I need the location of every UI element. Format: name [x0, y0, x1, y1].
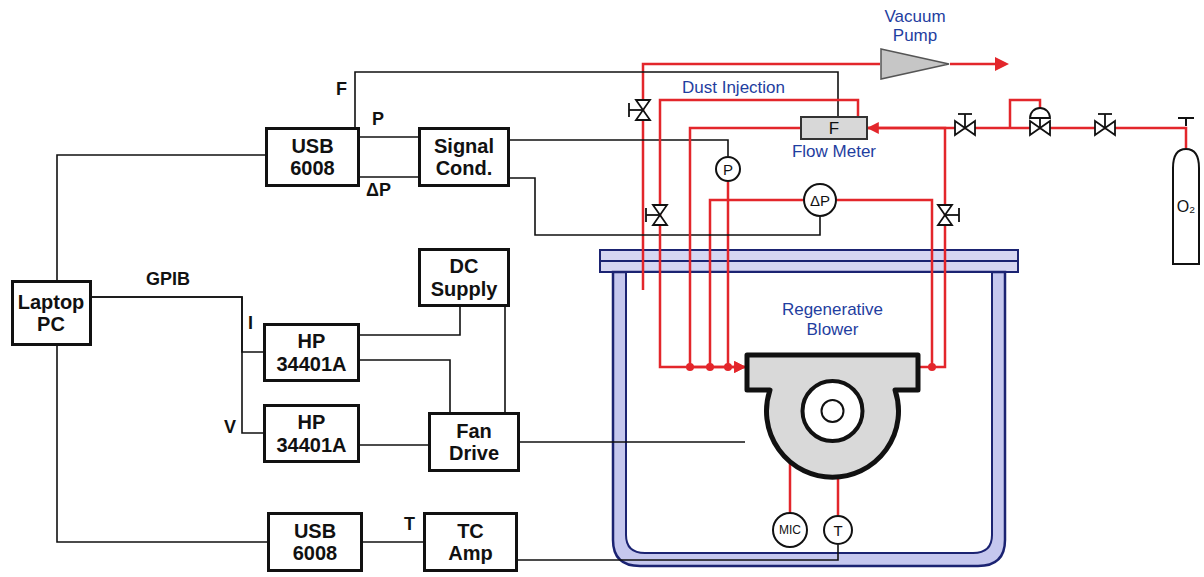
node-text: USB 6008: [290, 135, 334, 180]
node-text: T: [833, 523, 842, 538]
signal-name: V: [224, 418, 236, 438]
valve-symbol: [1095, 114, 1115, 135]
node-text: P: [723, 162, 733, 177]
signal-name: ΔP: [366, 181, 391, 201]
node-text: O₂: [1177, 198, 1196, 216]
node-text: Flow Meter: [792, 142, 876, 162]
instrument-box: Laptop PC: [11, 280, 92, 346]
instrument-box: USB 6008: [265, 127, 360, 187]
node-text: Fan Drive: [449, 420, 499, 465]
signal-name: F: [336, 80, 347, 100]
instrument-box: HP 34401A: [263, 323, 360, 382]
exhaust-pipe: [950, 63, 996, 66]
signal-wire: [504, 307, 506, 412]
pump-triangle: [880, 48, 950, 80]
gas-cylinder: O₂: [1172, 148, 1200, 265]
node-text: MIC: [779, 524, 801, 536]
flow-meter: FFlow Meter: [800, 116, 868, 140]
node-text: Signal Cond.: [434, 135, 494, 180]
valve-symbol: [629, 100, 650, 120]
sensor-circle: ΔP: [803, 183, 837, 217]
instrument-box: DC Supply: [418, 248, 510, 307]
regenerative-blower: Regenerative Blower: [745, 300, 920, 482]
cylinder-valve: [1178, 117, 1194, 119]
signal-wire: [360, 307, 460, 335]
signal-name: T: [404, 515, 415, 535]
sensor-circle: MIC: [772, 512, 808, 548]
node-text: F: [829, 120, 839, 137]
vacuum-pipe: [643, 64, 880, 290]
signal-name: I: [248, 314, 253, 334]
pipe-label: Dust Injection: [682, 78, 785, 98]
instrument-box: TC Amp: [423, 512, 518, 572]
gas-pipe: [837, 482, 840, 515]
node-text: ΔP: [810, 193, 830, 208]
tank-inside: [626, 272, 992, 553]
valve-symbol: [955, 114, 975, 135]
signal-wire: [363, 541, 423, 543]
vacuum-pump: Vacuum Pump: [880, 48, 950, 80]
instrument-box: Fan Drive: [428, 412, 520, 472]
node-text: DC Supply: [431, 255, 498, 300]
node-text: USB 6008: [293, 520, 337, 565]
node-text: HP 34401A: [276, 330, 346, 375]
valve-symbol: [646, 205, 667, 225]
signal-wire: [57, 346, 267, 542]
signal-wire: [510, 178, 820, 235]
gas-pipe: [868, 128, 945, 367]
signal-wire: [520, 441, 745, 443]
signal-name: P: [372, 110, 384, 130]
tank-lid: [600, 261, 1018, 272]
cylinder-valve: [1185, 118, 1187, 126]
pressure-tap: [837, 200, 932, 367]
instrument-box: HP 34401A: [263, 404, 360, 463]
exhaust-arrow: [995, 57, 1009, 71]
instrument-box: Signal Cond.: [418, 127, 510, 187]
signal-wire: [360, 176, 418, 178]
gas-pipe: [789, 482, 792, 512]
node-text: Laptop PC: [18, 291, 85, 336]
sensor-circle: P: [715, 156, 741, 182]
node-text: TC Amp: [448, 520, 492, 565]
signal-wire: [92, 297, 264, 352]
valve-symbol: [938, 205, 959, 225]
node-text: Regenerative Blower: [782, 300, 883, 341]
signal-wire: [360, 360, 450, 412]
instrument-box: USB 6008: [267, 512, 363, 572]
signal-wire: [57, 155, 265, 280]
signal-wire: [510, 140, 728, 156]
signal-wire: [360, 444, 428, 446]
pressure-tap: [710, 200, 803, 367]
regulator-valve: [1030, 108, 1050, 135]
pressure-tap: [727, 182, 730, 367]
gas-pipe: [690, 128, 800, 367]
node-text: Vacuum Pump: [884, 7, 945, 45]
node-text: HP 34401A: [276, 411, 346, 456]
sensor-circle: T: [823, 515, 853, 545]
tank-lid: [600, 250, 1018, 261]
gas-pipe: [868, 128, 1186, 148]
signal-wire: [92, 297, 264, 433]
signal-wire: [360, 136, 418, 138]
signal-name: GPIB: [146, 270, 190, 290]
